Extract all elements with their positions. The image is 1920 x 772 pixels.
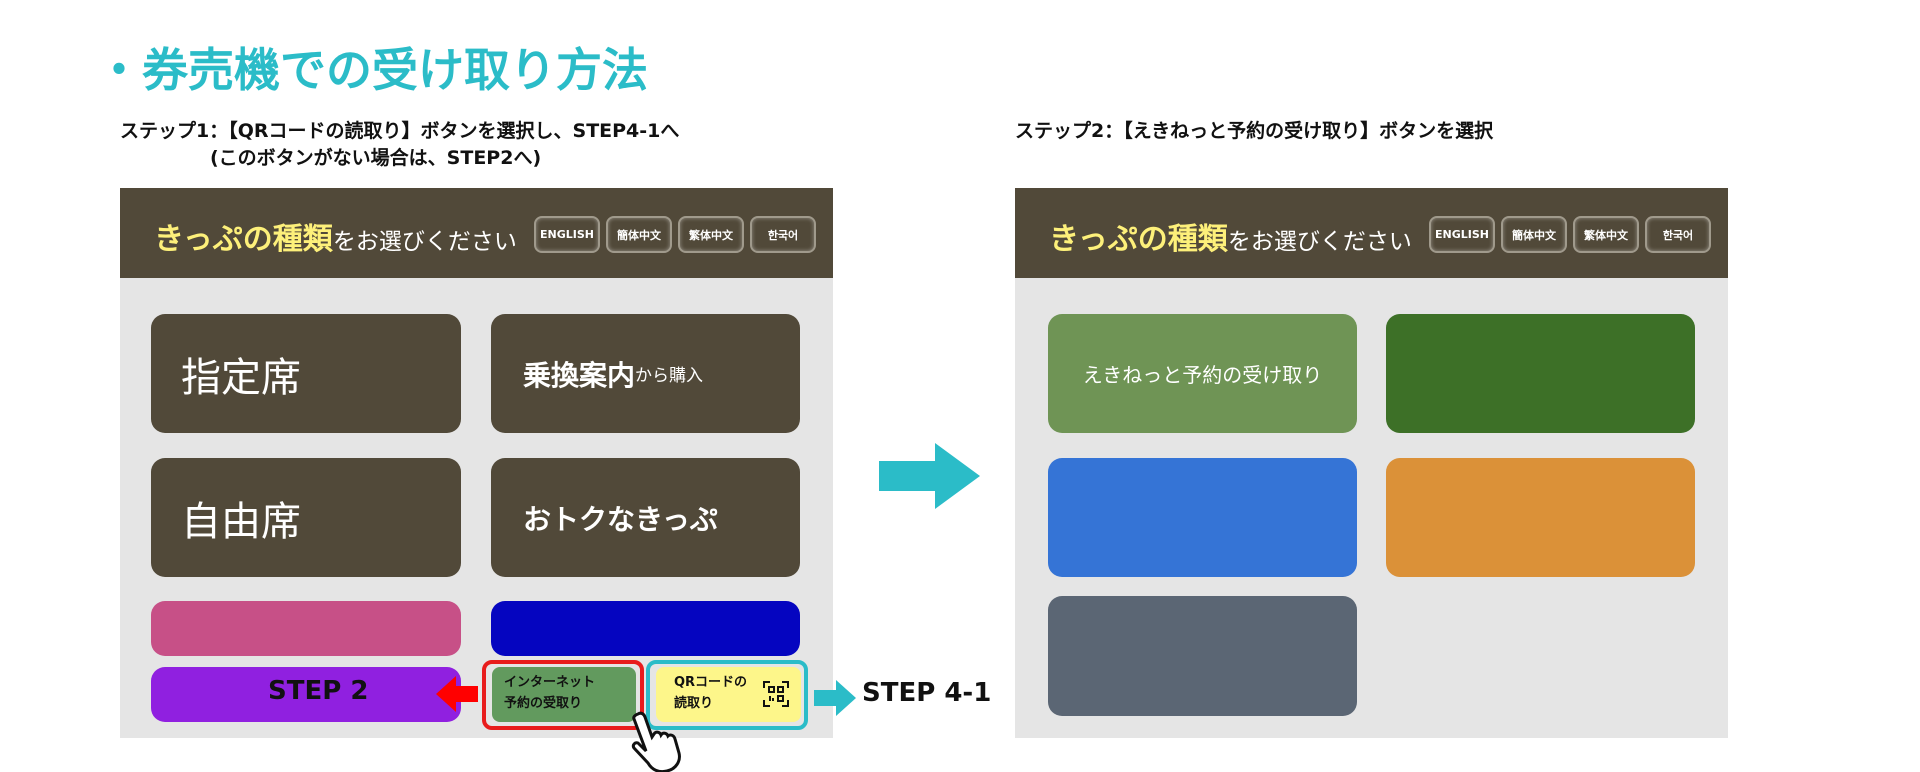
highlight-red-frame bbox=[482, 660, 644, 730]
slate-button[interactable] bbox=[1048, 596, 1357, 716]
step1-note: (このボタンがない場合は、STEP2へ) bbox=[210, 147, 542, 169]
title-bold: きっぷの種類 bbox=[154, 222, 333, 257]
orange-button[interactable] bbox=[1386, 458, 1695, 577]
internet-reservation-pickup-button[interactable]: インターネット予約の受取り bbox=[492, 667, 636, 722]
red-arrow-left-icon bbox=[436, 676, 478, 712]
unreserved-seat-button[interactable]: 自由席 bbox=[151, 458, 461, 577]
ticket-machine-screen-step2: きっぷの種類をお選びください ENGLISH 簡体中文 繁体中文 한국어 えきね… bbox=[1015, 188, 1728, 738]
lang-korean-button[interactable]: 한국어 bbox=[1645, 216, 1711, 253]
title-rest: をお選びください bbox=[1227, 229, 1412, 255]
page-title: ・券売機での受け取り方法 bbox=[96, 43, 648, 97]
qr-line2: 読取り bbox=[674, 695, 714, 711]
transfer-guide-button[interactable]: 乗換案内から購入 bbox=[491, 314, 800, 433]
lang-english-button[interactable]: ENGLISH bbox=[534, 216, 600, 253]
transfer-rest: から購入 bbox=[635, 366, 704, 386]
lang-simplified-chinese-button[interactable]: 簡体中文 bbox=[606, 216, 672, 253]
discount-ticket-button[interactable]: おトクなきっぷ bbox=[491, 458, 800, 577]
blue-button[interactable] bbox=[1048, 458, 1357, 577]
qr-code-icon bbox=[763, 681, 789, 707]
pink-button[interactable] bbox=[151, 601, 461, 656]
screen-title: きっぷの種類をお選びください bbox=[154, 214, 517, 258]
transfer-bold: 乗換案内 bbox=[523, 358, 636, 392]
screen-header: きっぷの種類をお選びください ENGLISH 簡体中文 繁体中文 한국어 bbox=[1015, 188, 1728, 278]
title-rest: をお選びください bbox=[332, 229, 517, 255]
teal-arrow-right-icon bbox=[814, 680, 856, 716]
step1-instruction: ステップ1：【QRコードの読取り】ボタンを選択し、STEP4-1へ bbox=[120, 120, 680, 142]
lang-korean-button[interactable]: 한국어 bbox=[750, 216, 816, 253]
screen-header: きっぷの種類をお選びください ENGLISH 簡体中文 繁体中文 한국어 bbox=[120, 188, 833, 278]
lang-simplified-chinese-button[interactable]: 簡体中文 bbox=[1501, 216, 1567, 253]
title-bold: きっぷの種類 bbox=[1049, 222, 1228, 257]
purple-button[interactable] bbox=[151, 667, 461, 722]
internet-line2: 予約の受取り bbox=[504, 695, 583, 711]
step2-instruction: ステップ2：【えきねっと予約の受け取り】ボタンを選択 bbox=[1015, 120, 1494, 142]
ticket-machine-screen-step1: きっぷの種類をお選びください ENGLISH 簡体中文 繁体中文 한국어 指定席… bbox=[120, 188, 833, 772]
qr-line1: QRコードの bbox=[674, 675, 748, 690]
qr-code-read-button[interactable]: QRコードの読取り bbox=[656, 667, 801, 722]
dark-green-button[interactable] bbox=[1386, 314, 1695, 433]
blue-button[interactable] bbox=[491, 601, 800, 656]
eki-net-pickup-button[interactable]: えきねっと予約の受け取り bbox=[1048, 314, 1357, 433]
internet-line1: インターネット bbox=[504, 675, 596, 690]
step2-label: STEP 2 bbox=[268, 676, 369, 706]
big-arrow-right-icon bbox=[879, 443, 980, 509]
lang-traditional-chinese-button[interactable]: 繁体中文 bbox=[678, 216, 744, 253]
lang-english-button[interactable]: ENGLISH bbox=[1429, 216, 1495, 253]
screen-title: きっぷの種類をお選びください bbox=[1049, 214, 1412, 258]
reserved-seat-button[interactable]: 指定席 bbox=[151, 314, 461, 433]
lang-traditional-chinese-button[interactable]: 繁体中文 bbox=[1573, 216, 1639, 253]
step4-1-label: STEP 4-1 bbox=[862, 678, 992, 708]
highlight-teal-frame bbox=[646, 660, 808, 730]
pointing-hand-icon bbox=[631, 711, 681, 772]
